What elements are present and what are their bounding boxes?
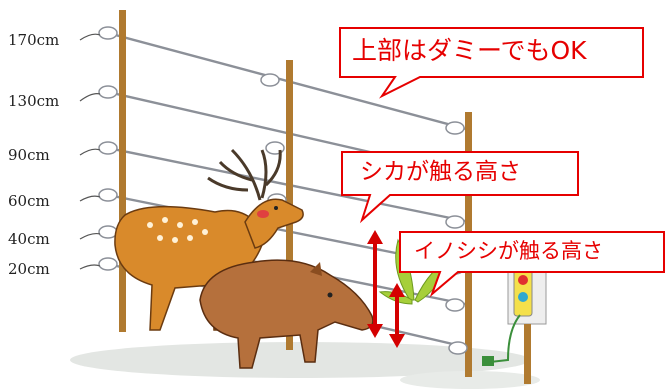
label-leaders — [79, 33, 101, 270]
ground-shadow — [70, 342, 530, 378]
height-label-60: 60cm — [8, 192, 50, 210]
deer-illustration — [114, 148, 304, 331]
height-label-130: 130cm — [8, 92, 60, 110]
height-label-20: 20cm — [8, 260, 50, 278]
callout-top-bubble — [339, 27, 644, 99]
height-label-40: 40cm — [8, 230, 50, 248]
post-shadow — [400, 371, 540, 389]
height-arrows — [367, 230, 405, 348]
callout-deer-text: シカが触る高さ — [360, 159, 521, 185]
callout-boar-text: イノシシが触る高さ — [414, 239, 603, 263]
callout-top-text: 上部はダミーでもOK — [352, 36, 587, 65]
height-label-90: 90cm — [8, 146, 50, 164]
boar-illustration — [199, 259, 374, 369]
fence-post — [119, 10, 126, 332]
callout-deer-bubble — [341, 151, 579, 224]
callout-boar-bubble — [399, 231, 665, 298]
height-label-170: 170cm — [8, 31, 60, 49]
